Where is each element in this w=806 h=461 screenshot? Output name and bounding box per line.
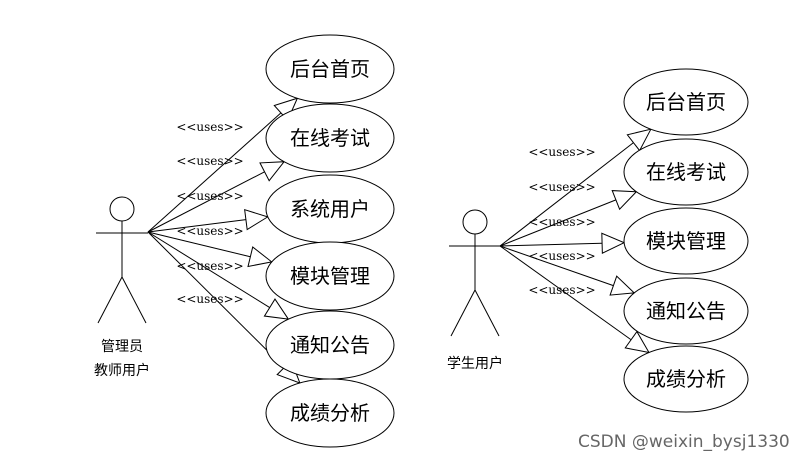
uses-label: <<uses>> [176,154,243,168]
actors: 管理员教师用户学生用户 [94,196,503,379]
association-line [147,231,251,258]
use-case-admin-3: 模块管理 [265,241,395,311]
uses-label: <<uses>> [176,259,243,273]
association-line [499,142,634,247]
actor-label: 教师用户 [94,362,150,379]
association-student-2: <<uses>> [499,215,626,255]
uses-label: <<uses>> [176,292,243,306]
use-case-ellipse [623,68,749,136]
association-student-0: <<uses>> [499,128,652,247]
association-admin-4: <<uses>> [147,231,290,320]
use-case-student-2: 模块管理 [623,207,749,275]
association-line [147,231,270,308]
association-line [147,219,246,233]
use-case-admin-1: 在线考试 [265,103,395,173]
arrowhead [626,128,652,152]
use-case-admin-0: 后台首页 [265,34,395,104]
uses-label: <<uses>> [528,215,595,229]
uses-label: <<uses>> [528,249,595,263]
use-case-label: 通知公告 [646,299,726,323]
watermark: CSDN @weixin_bysj1330 [578,432,790,452]
association-line [499,245,632,341]
uses-label: <<uses>> [528,180,595,194]
use-case-admin-5: 成绩分析 [265,378,395,448]
use-case-label: 模块管理 [290,264,370,288]
use-case-student-1: 在线考试 [623,138,749,206]
use-case-label: 后台首页 [290,57,370,81]
use-case-admin-2: 系统用户 [265,174,395,244]
association-admin-1: <<uses>> [147,154,286,233]
use-case-label: 在线考试 [646,160,726,184]
uses-label: <<uses>> [176,120,243,134]
use-case-student-3: 通知公告 [623,277,749,345]
association-student-1: <<uses>> [499,180,638,247]
use-case-ellipse [623,138,749,206]
use-case-label: 后台首页 [646,90,726,114]
actor-label: 学生用户 [447,355,503,372]
use-case-ellipse [623,345,749,413]
use-case-admin-4: 通知公告 [265,310,395,380]
actor-right-leg [121,276,147,324]
arrowhead [263,298,290,320]
use-case-label: 在线考试 [290,126,370,150]
uses-label: <<uses>> [176,224,243,238]
association-line [147,231,285,368]
use-case-ellipse [265,103,395,173]
arrowhead [259,161,286,182]
use-case-label: 模块管理 [646,229,726,253]
actor-head [109,196,135,222]
uses-label: <<uses>> [528,145,595,159]
use-case-ellipse [265,241,395,311]
use-case-label: 系统用户 [290,197,370,221]
actor-left-leg [97,276,123,324]
student-actor: 学生用户 [447,209,503,372]
association-admin-0: <<uses>> [147,97,299,233]
use-case-label: 成绩分析 [290,401,370,425]
association-admin-3: <<uses>> [147,224,273,268]
association-student-4: <<uses>> [499,245,650,354]
use-case-ellipse [623,207,749,275]
use-case-student-0: 后台首页 [623,68,749,136]
use-case-ellipse [265,34,395,104]
actor-right-leg [474,289,500,337]
use-case-label: 成绩分析 [646,367,726,391]
arrowhead [244,208,269,231]
actor-label: 管理员 [101,339,143,355]
associations: <<uses>> <<uses>> <<uses>> <<uses>> <<uses>>… [147,97,652,384]
uses-label: <<uses>> [528,283,595,297]
association-line [147,171,265,233]
use-case-student-4: 成绩分析 [623,345,749,413]
arrowhead [273,97,299,122]
association-line [499,245,614,287]
arrowhead [624,330,650,354]
association-line [499,242,603,247]
actor-left-leg [450,289,476,337]
association-admin-2: <<uses>> [147,189,269,233]
use-case-ellipse [265,378,395,448]
uses-label: <<uses>> [176,189,243,203]
association-student-3: <<uses>> [499,245,636,296]
association-line [147,112,282,233]
actor-head [462,209,488,235]
association-line [499,199,617,247]
arrowhead [609,275,636,296]
use-case-label: 通知公告 [290,333,370,357]
arrowhead [611,190,638,211]
use-case-ellipse [623,277,749,345]
arrowhead [247,246,273,268]
arrowhead [601,232,626,255]
